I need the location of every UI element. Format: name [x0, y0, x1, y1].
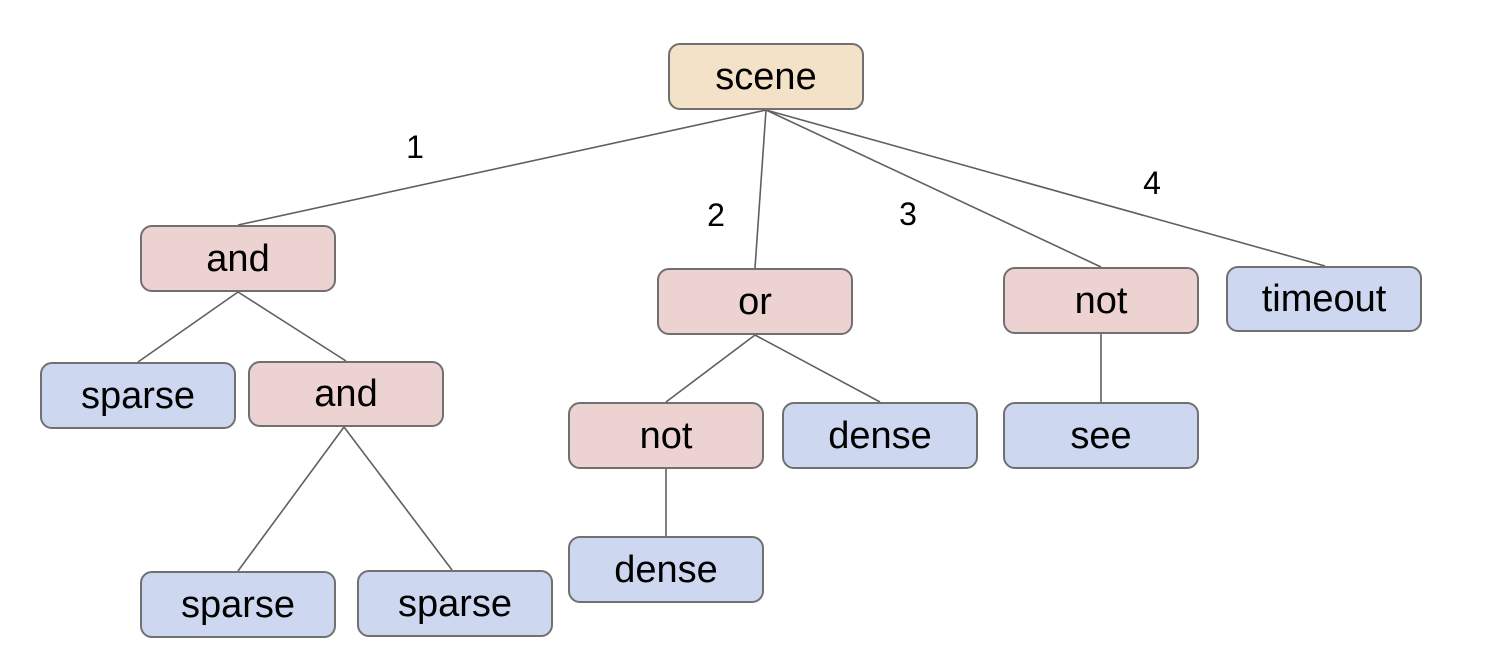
tree-node-label: scene	[715, 55, 817, 98]
tree-node-label: see	[1070, 414, 1132, 457]
edge-or-1-to-dense-1	[754, 334, 881, 403]
tree-node-label: dense	[828, 414, 932, 457]
edge-label-4: 4	[1143, 165, 1161, 201]
tree-node-dense-2: dense	[568, 536, 764, 603]
tree-node-label: timeout	[1261, 278, 1387, 320]
tree-node-label: sparse	[180, 583, 296, 626]
tree-node-label: not	[639, 414, 693, 457]
edge-scene-to-and-1	[237, 109, 767, 226]
edge-and-2-to-sparse-3	[343, 426, 453, 571]
edge-and-1-to-and-2	[237, 291, 347, 362]
edge-label-3: 3	[899, 196, 917, 232]
tree-node-see-1: see	[1003, 402, 1199, 469]
edge-and-2-to-sparse-2	[237, 426, 345, 572]
tree-node-label: dense	[614, 548, 718, 591]
tree-node-label: sparse	[397, 582, 513, 625]
edge-label-1: 1	[406, 129, 424, 165]
edge-scene-to-or-1	[754, 109, 767, 269]
tree-node-label: or	[738, 280, 772, 323]
tree-node-and-1: and	[140, 225, 336, 292]
tree-node-label: and	[206, 237, 270, 280]
tree-node-not-1: not	[1003, 267, 1199, 334]
tree-node-not-2: not	[568, 402, 764, 469]
tree-node-label: sparse	[80, 374, 196, 417]
edge-scene-to-timeout-1	[765, 109, 1326, 267]
tree-node-label: not	[1074, 279, 1128, 322]
tree-node-scene: scene	[668, 43, 864, 110]
tree-node-sparse-3: sparse	[357, 570, 553, 637]
tree-node-or-1: or	[657, 268, 853, 335]
tree-node-label: and	[314, 373, 378, 415]
tree-node-sparse-2: sparse	[140, 571, 336, 638]
tree-node-sparse-1: sparse	[40, 362, 236, 429]
edge-or-1-to-not-2	[665, 334, 756, 403]
tree-node-and-2: and	[248, 361, 444, 427]
edge-scene-to-not-1	[765, 109, 1102, 268]
edge-and-1-to-sparse-1	[137, 291, 239, 363]
tree-node-timeout-1: timeout	[1226, 266, 1422, 332]
edge-label-2: 2	[707, 197, 725, 233]
tree-node-dense-1: dense	[782, 402, 978, 469]
